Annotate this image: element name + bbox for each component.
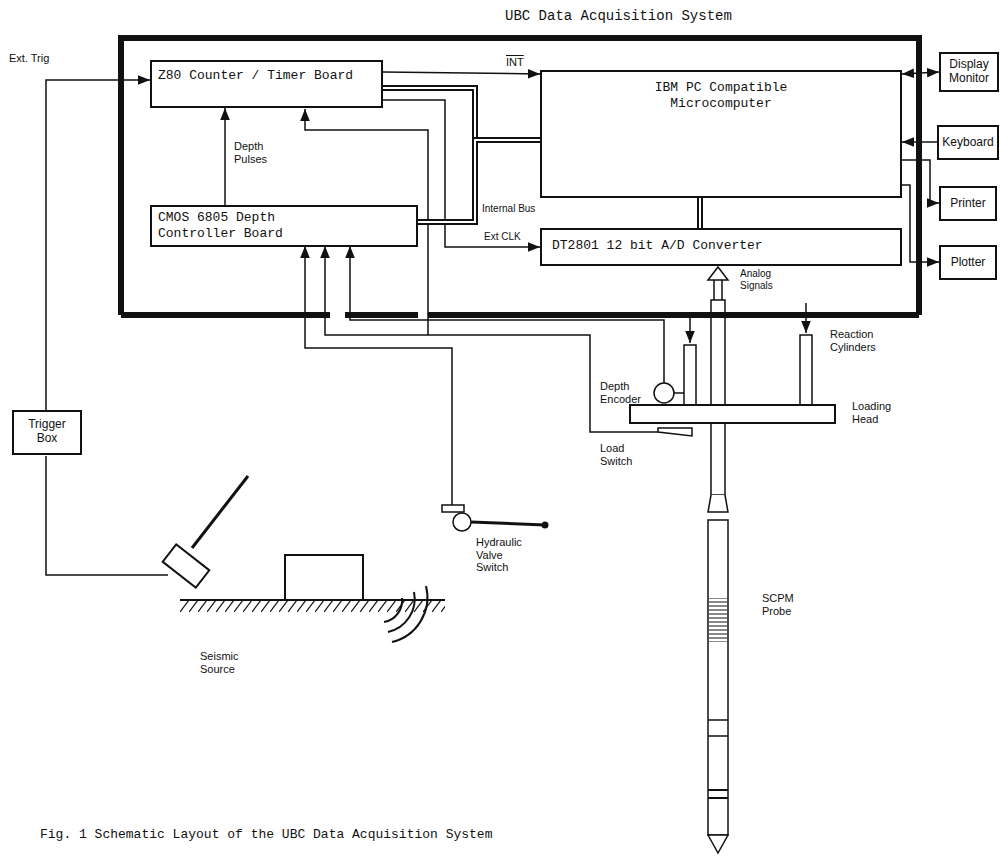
signal-name: Internal Bus xyxy=(481,203,536,215)
bus-outer xyxy=(697,198,703,228)
box-label: DT2801 12 bit A/D Converter xyxy=(552,238,763,254)
bus-connector xyxy=(700,198,701,228)
part-label: Load Switch xyxy=(600,442,650,467)
signal-name: Ext CLK xyxy=(483,231,522,243)
box-label: Plotter xyxy=(951,255,986,269)
connector-line xyxy=(224,108,226,205)
system-boundary: UBC Data Acquisition SystemZ80 Counter /… xyxy=(118,35,922,318)
signal-name: INT xyxy=(505,56,525,69)
ad-converter-box: DT2801 12 bit A/D Converter xyxy=(540,228,902,266)
figure-caption: Fig. 1 Schematic Layout of the UBC Data … xyxy=(40,828,492,843)
part-label: SCPM Probe xyxy=(762,592,812,617)
bus-inner xyxy=(699,198,701,228)
microcomputer-box: IBM PC Compatible Microcomputer xyxy=(540,70,902,198)
part-label: Loading Head xyxy=(852,400,912,425)
connector-line xyxy=(46,80,150,410)
valve-wire xyxy=(305,246,452,505)
plotter-box: Plotter xyxy=(939,245,997,280)
signal-connector xyxy=(225,108,226,205)
hydraulic-valve-switch xyxy=(442,505,549,531)
connector-line xyxy=(383,72,540,74)
analog-signal-arrow xyxy=(708,267,728,300)
reaction-cylinders xyxy=(684,303,812,405)
signal-connector xyxy=(383,72,540,74)
box-label: Display Monitor xyxy=(943,57,995,86)
counter-timer-board: Z80 Counter / Timer Board xyxy=(150,60,383,108)
rod-coupling xyxy=(708,495,728,512)
printer-box: Printer xyxy=(939,186,997,221)
box-label: CMOS 6805 Depth Controller Board xyxy=(158,210,308,241)
loading-head xyxy=(630,405,835,423)
hammer xyxy=(163,476,248,588)
keyboard-box: Keyboard xyxy=(937,125,999,160)
box-label: Printer xyxy=(950,196,985,210)
system-title: UBC Data Acquisition System xyxy=(505,8,732,25)
box-label: Trigger Box xyxy=(17,417,77,446)
signal-name: Depth Pulses xyxy=(233,140,283,165)
box-label: IBM PC Compatible Microcomputer xyxy=(651,80,791,111)
depth-encoder xyxy=(654,383,684,403)
box-label: Keyboard xyxy=(942,135,993,149)
seismic-source-plate xyxy=(285,555,363,600)
bus-outer xyxy=(418,140,540,222)
part-label: Depth Encoder xyxy=(600,380,652,405)
bus-inner xyxy=(418,140,540,222)
signal-name: Ext. Trig xyxy=(8,52,50,65)
signal-connector xyxy=(46,80,150,410)
bus-connector xyxy=(418,140,540,222)
system-border-line xyxy=(121,38,919,315)
display-box: Display Monitor xyxy=(939,52,999,92)
bus-outer xyxy=(383,88,540,140)
depth-controller-board: CMOS 6805 Depth Controller Board xyxy=(150,205,418,247)
bus-connector xyxy=(383,88,540,140)
part-label: Seismic Source xyxy=(200,650,260,675)
load-switch-wire xyxy=(325,246,658,432)
load-switch xyxy=(658,428,692,436)
seismic-waves xyxy=(384,586,427,642)
ground xyxy=(180,600,445,612)
box-label: Z80 Counter / Timer Board xyxy=(158,68,353,84)
bus-inner xyxy=(383,88,540,140)
part-label: Hydraulic Valve Switch xyxy=(476,536,538,574)
signal-label: Analog Signals xyxy=(740,268,790,291)
scpm-probe xyxy=(708,520,728,853)
part-label: Reaction Cylinders xyxy=(830,328,900,353)
push-rod xyxy=(711,300,725,495)
trigger-box: Trigger Box xyxy=(12,410,82,455)
trigger-wire xyxy=(46,456,168,575)
